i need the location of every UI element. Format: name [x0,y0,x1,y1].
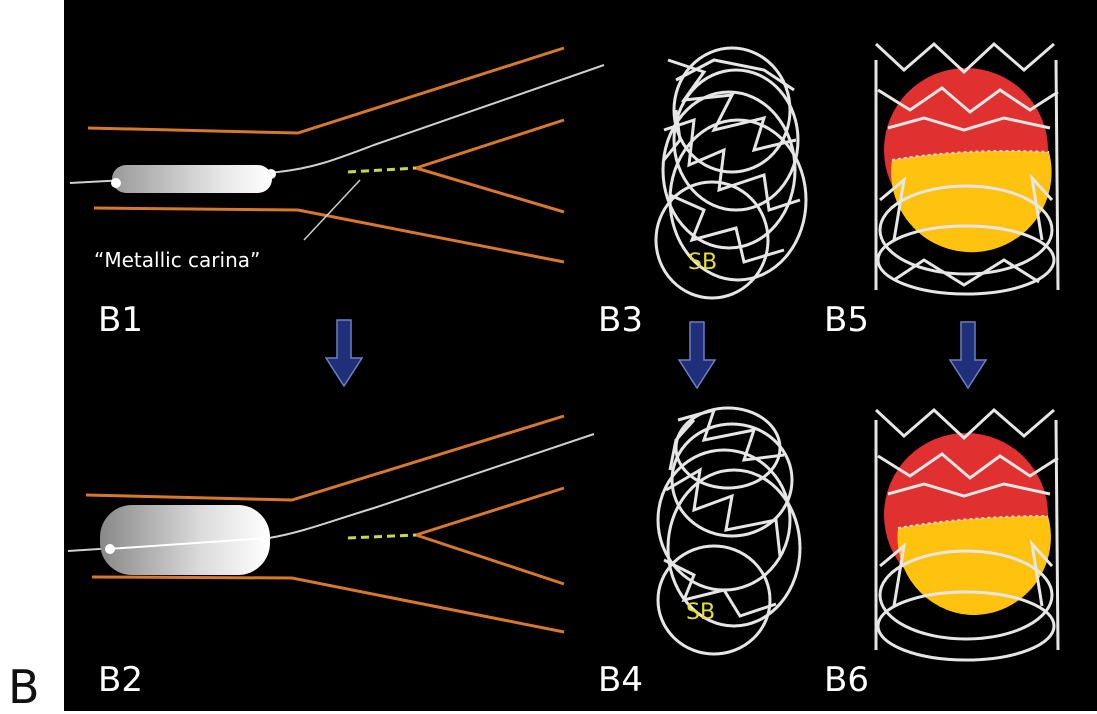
side-branch-wall-lower [416,535,564,584]
stent-view-b4 [658,408,800,654]
down-arrow-icon [950,322,986,388]
balloon-marker-left [105,544,115,554]
panel-letter: B [8,660,40,714]
side-branch-wall-lower [416,168,564,212]
balloon-deflated [112,165,272,193]
label-b1: B1 [98,300,143,340]
figure-drawing [64,0,1097,711]
label-b5: B5 [824,300,869,340]
balloon-marker-right [260,534,270,544]
label-b3: B3 [598,300,643,340]
vessel-wall-upper [86,416,564,500]
annotation-leader [304,180,360,240]
side-branch-wall-upper [416,488,564,535]
metallic-carina-mark [348,535,416,538]
vessel-wall-upper [88,48,564,133]
side-branch-wall-upper [416,120,564,168]
down-arrow-icon [326,320,362,386]
stent-view-b6 [876,410,1058,660]
bifurcation-b1 [70,48,604,262]
arrow-b3-to-b4 [679,322,715,388]
vessel-wall-lower [92,577,564,632]
arrow-b5-to-b6 [950,322,986,388]
down-arrow-icon [679,322,715,388]
metallic-carina-annotation: “Metallic carina” [94,248,260,272]
label-b6: B6 [824,660,869,700]
stent-view-b3 [656,48,806,298]
label-b2: B2 [98,660,143,700]
arrow-b1-to-b2 [326,320,362,386]
side-branch-label-b3: SB [688,250,717,275]
metallic-carina-mark [348,168,416,172]
label-b4: B4 [598,660,643,700]
stent-view-b5 [876,44,1058,294]
figure-canvas: “Metallic carina” B1 B2 B3 B4 B5 B6 SB S… [64,0,1097,711]
balloon-marker-left [111,178,121,188]
balloon-marker-right [266,169,276,179]
side-branch-label-b4: SB [686,600,715,625]
